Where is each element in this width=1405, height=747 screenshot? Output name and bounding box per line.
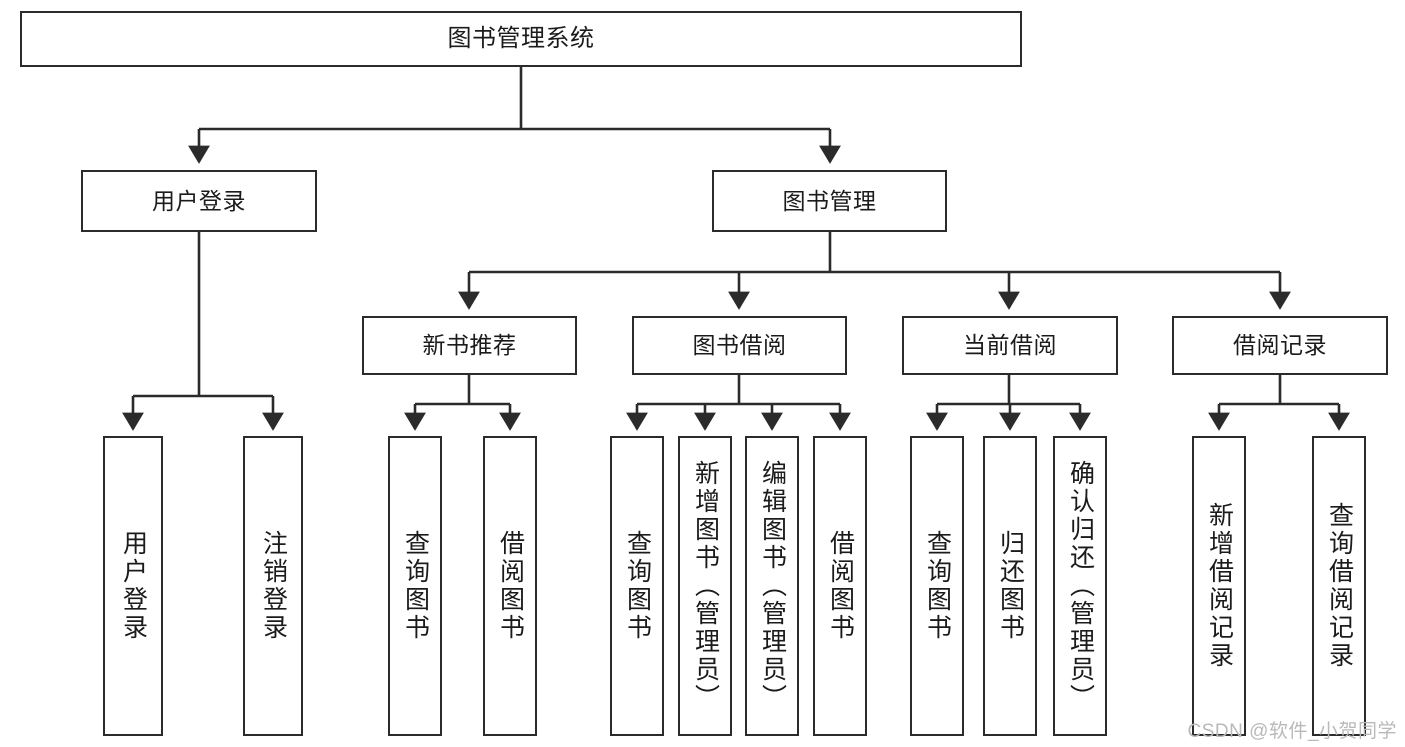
node-leaf-query-book-2[interactable]: 查询图书 <box>610 436 664 736</box>
node-leaf-add-record-label: 新增借阅记录 <box>1205 502 1234 670</box>
node-book-borrow-label: 图书借阅 <box>692 332 787 359</box>
node-root[interactable]: 图书管理系统 <box>20 11 1022 67</box>
node-leaf-query-record[interactable]: 查询借阅记录 <box>1312 436 1366 736</box>
node-leaf-query-book-2-label: 查询图书 <box>623 530 652 642</box>
node-leaf-edit-book[interactable]: 编辑图书（管理员） <box>745 436 799 736</box>
node-leaf-query-book-1-label: 查询图书 <box>401 530 430 642</box>
node-root-label: 图书管理系统 <box>447 25 595 53</box>
node-book-management[interactable]: 图书管理 <box>712 170 947 232</box>
node-leaf-return-book[interactable]: 归还图书 <box>983 436 1037 736</box>
node-leaf-add-record[interactable]: 新增借阅记录 <box>1192 436 1246 736</box>
node-new-book-recommend[interactable]: 新书推荐 <box>362 316 577 375</box>
node-leaf-query-record-label: 查询借阅记录 <box>1325 502 1354 670</box>
node-leaf-confirm-return-label: 确认归还（管理员） <box>1066 460 1095 712</box>
node-leaf-query-book-3-label: 查询图书 <box>923 530 952 642</box>
node-current-borrow-label: 当前借阅 <box>963 332 1057 359</box>
node-borrow-record[interactable]: 借阅记录 <box>1172 316 1388 375</box>
node-leaf-user-login[interactable]: 用户登录 <box>103 436 163 736</box>
node-user-login-label: 用户登录 <box>152 187 246 214</box>
node-leaf-confirm-return[interactable]: 确认归还（管理员） <box>1053 436 1107 736</box>
node-leaf-borrow-book-2[interactable]: 借阅图书 <box>813 436 867 736</box>
node-leaf-borrow-book-1-label: 借阅图书 <box>496 530 525 642</box>
node-book-management-label: 图书管理 <box>782 187 877 214</box>
node-current-borrow[interactable]: 当前借阅 <box>902 316 1118 375</box>
node-leaf-logout[interactable]: 注销登录 <box>243 436 303 736</box>
node-leaf-user-login-label: 用户登录 <box>119 530 148 642</box>
node-leaf-add-book-label: 新增图书（管理员） <box>691 460 720 712</box>
node-book-borrow[interactable]: 图书借阅 <box>632 316 847 375</box>
node-leaf-logout-label: 注销登录 <box>259 530 288 642</box>
node-new-book-recommend-label: 新书推荐 <box>422 332 517 359</box>
csdn-watermark: CSDN @软件_小贺同学 <box>1187 721 1397 742</box>
node-user-login[interactable]: 用户登录 <box>81 170 317 232</box>
node-leaf-add-book[interactable]: 新增图书（管理员） <box>678 436 732 736</box>
node-leaf-query-book-3[interactable]: 查询图书 <box>910 436 964 736</box>
node-leaf-edit-book-label: 编辑图书（管理员） <box>758 460 787 712</box>
node-leaf-return-book-label: 归还图书 <box>996 530 1025 642</box>
node-leaf-borrow-book-2-label: 借阅图书 <box>826 530 855 642</box>
node-borrow-record-label: 借阅记录 <box>1233 332 1327 359</box>
node-leaf-borrow-book-1[interactable]: 借阅图书 <box>483 436 537 736</box>
node-leaf-query-book-1[interactable]: 查询图书 <box>388 436 442 736</box>
